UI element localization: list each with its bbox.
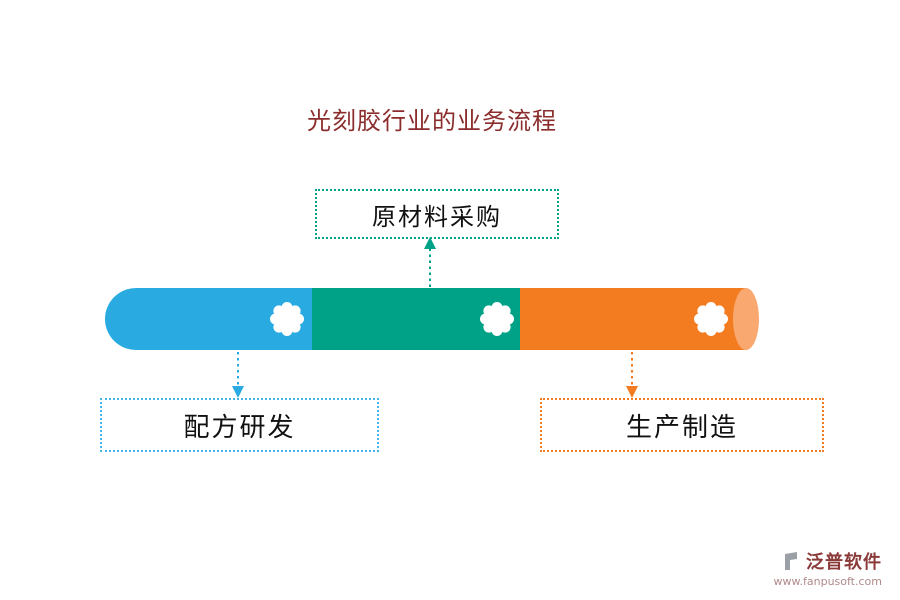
footer-brand-block: 泛普软件 www.fanpusoft.com — [774, 548, 882, 588]
arrow-down-icon — [626, 352, 638, 398]
gear-icon — [270, 302, 304, 336]
fanpu-logo-icon — [785, 552, 797, 570]
node-raw-material-procurement: 原材料采购 — [315, 189, 559, 239]
page-title: 光刻胶行业的业务流程 — [307, 107, 557, 135]
brand-name: 泛普软件 — [806, 552, 882, 573]
arrow-up-icon — [424, 237, 436, 287]
node-label: 原材料采购 — [372, 202, 502, 231]
node-production-manufacturing: 生产制造 — [540, 398, 824, 452]
node-label: 生产制造 — [625, 412, 738, 443]
gear-icon — [480, 302, 514, 336]
arrow-down-icon — [232, 352, 244, 398]
brand-url: www.fanpusoft.com — [773, 575, 882, 588]
pipe-end-cap — [733, 288, 759, 350]
node-formula-rd: 配方研发 — [100, 398, 379, 452]
node-label: 配方研发 — [183, 412, 296, 443]
gear-icon — [694, 302, 728, 336]
